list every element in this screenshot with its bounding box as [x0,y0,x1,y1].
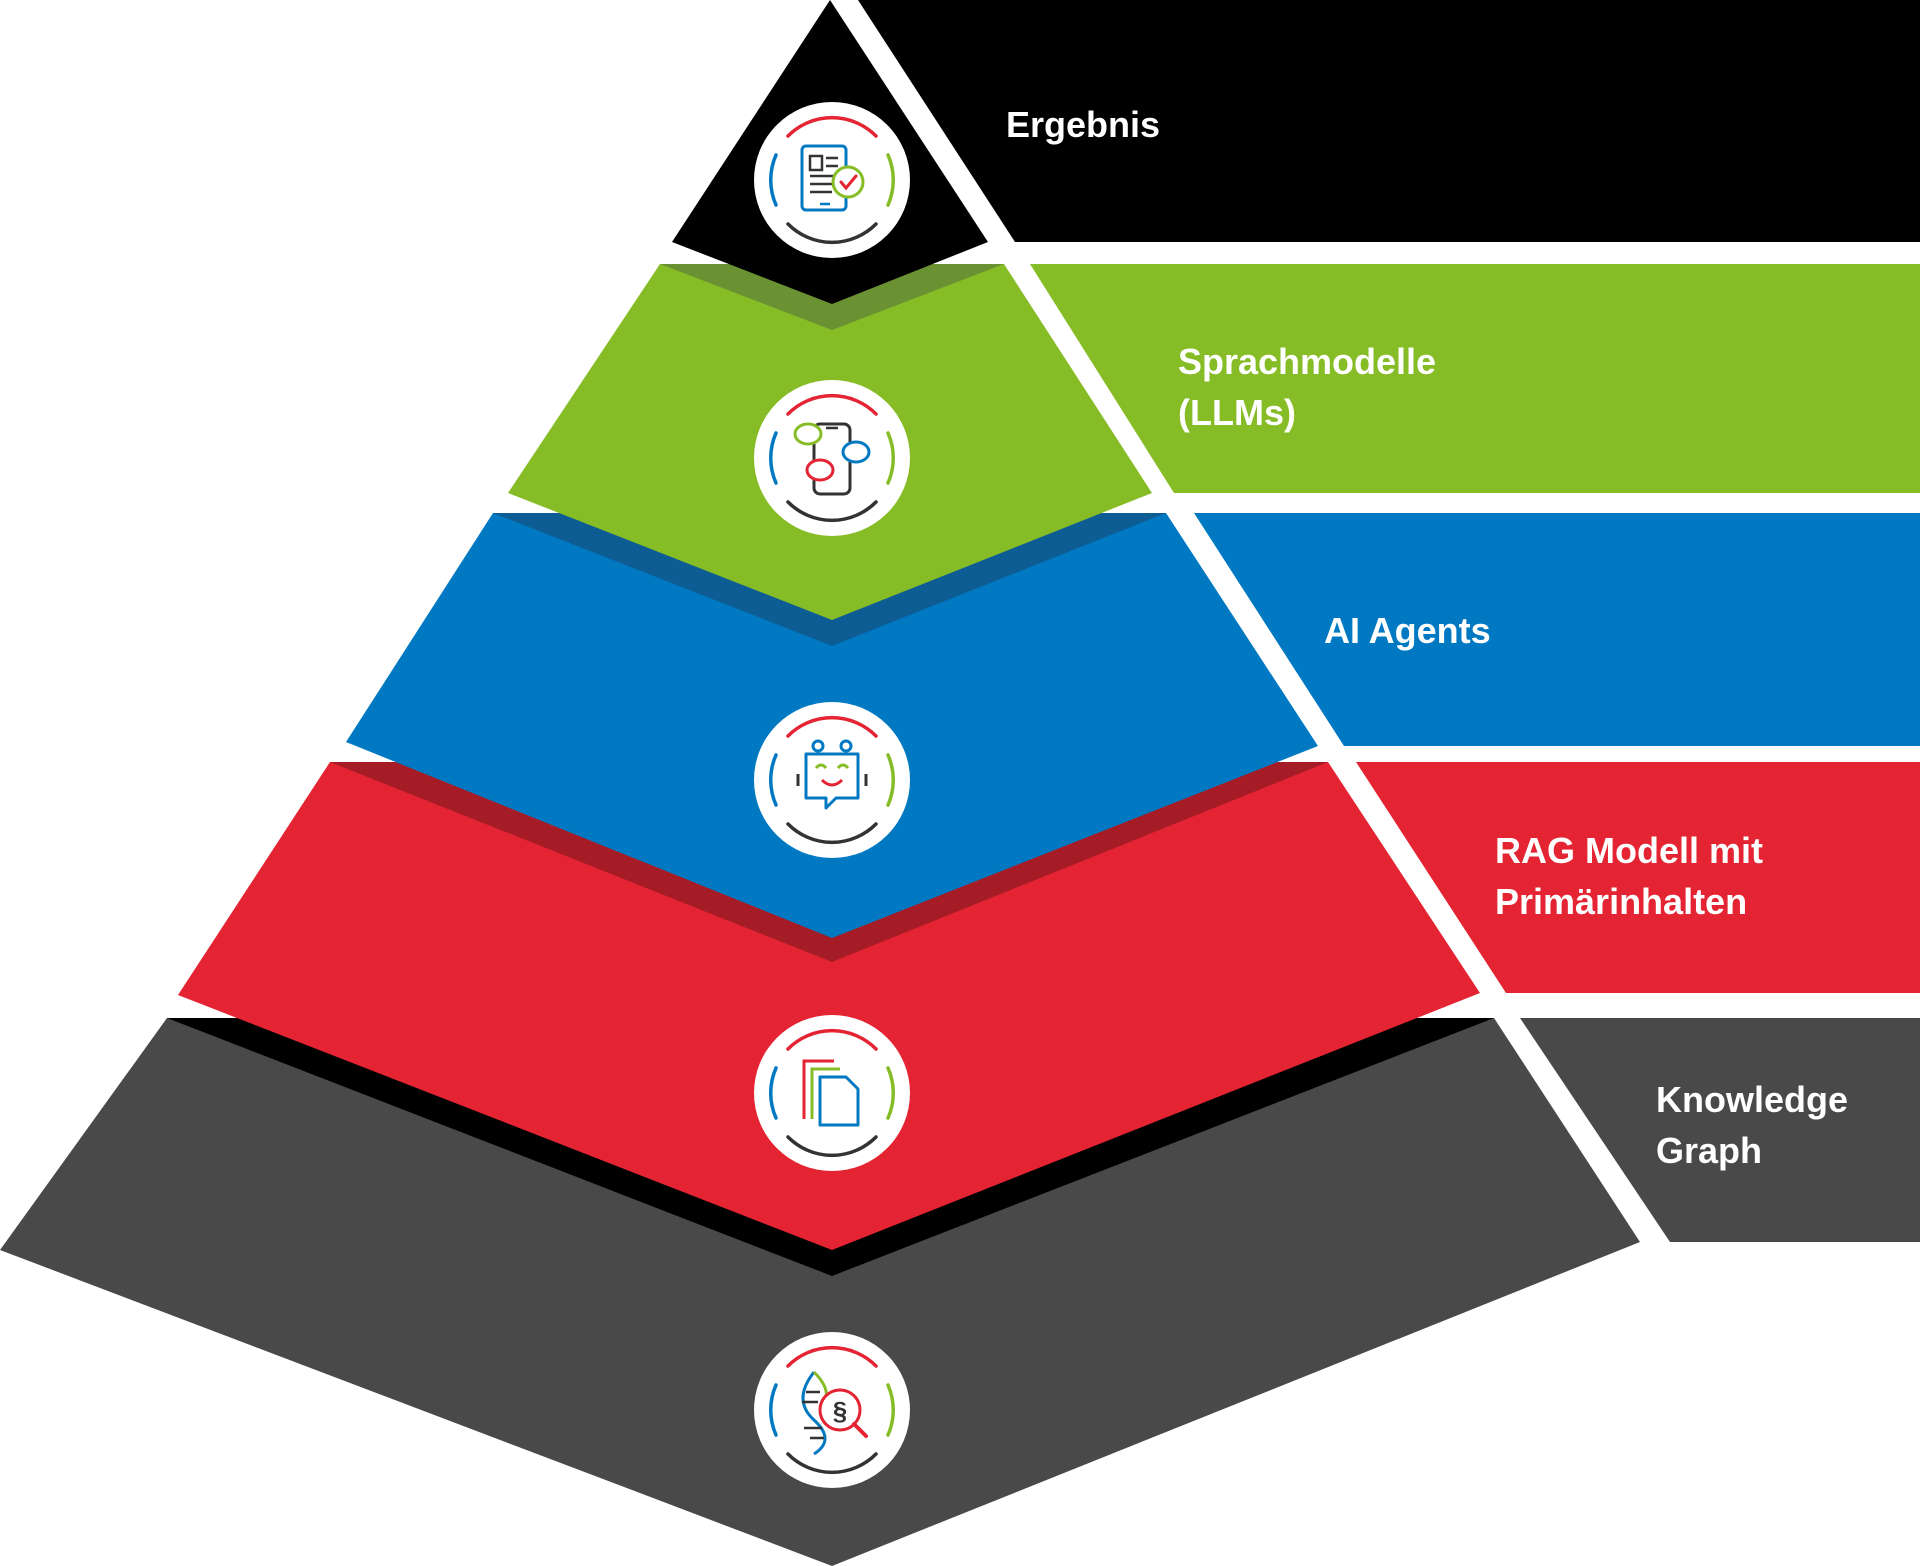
layer-rag-modell [178,762,1480,1250]
label-sprachmodelle-line-2: (LLMs) [1178,392,1296,433]
band-knowledge-graph [1520,1018,1920,1242]
label-ai-agents-line-1: AI Agents [1324,610,1491,651]
chat-bubbles-phone-icon [793,422,871,496]
layer-knowledge-graph [0,1018,1640,1566]
label-knowledge-graph-line-2: Graph [1656,1130,1762,1171]
robot-face-icon [796,739,868,810]
band-sprachmodelle [1030,264,1920,493]
label-ergebnis-line-1: Ergebnis [1006,104,1160,145]
badge-rag-modell [754,1015,910,1171]
band-ai-agents [1194,513,1920,746]
badge-ai-agents [754,702,910,858]
band-ergebnis [858,0,1920,242]
label-ergebnis: Ergebnis [1006,104,1160,145]
band-rag-modell [1356,762,1920,993]
badge-sprachmodelle [754,380,910,536]
label-sprachmodelle: Sprachmodelle (LLMs) [1178,341,1446,433]
badge-ergebnis [754,102,910,258]
stacked-documents-icon [802,1059,860,1127]
document-check-icon [800,144,865,212]
label-knowledge-graph: Knowledge Graph [1656,1079,1858,1171]
label-ai-agents: AI Agents [1324,610,1491,651]
badge-knowledge-graph: § [754,1332,910,1488]
label-rag-modell: RAG Modell mit Primärinhalten [1495,830,1773,922]
label-knowledge-graph-line-1: Knowledge [1656,1079,1848,1120]
svg-text:§: § [833,1396,847,1426]
label-sprachmodelle-line-1: Sprachmodelle [1178,341,1436,382]
dna-magnifier-paragraph-icon: § [801,1370,868,1456]
label-rag-modell-line-2: Primärinhalten [1495,881,1747,922]
label-rag-modell-line-1: RAG Modell mit [1495,830,1763,871]
